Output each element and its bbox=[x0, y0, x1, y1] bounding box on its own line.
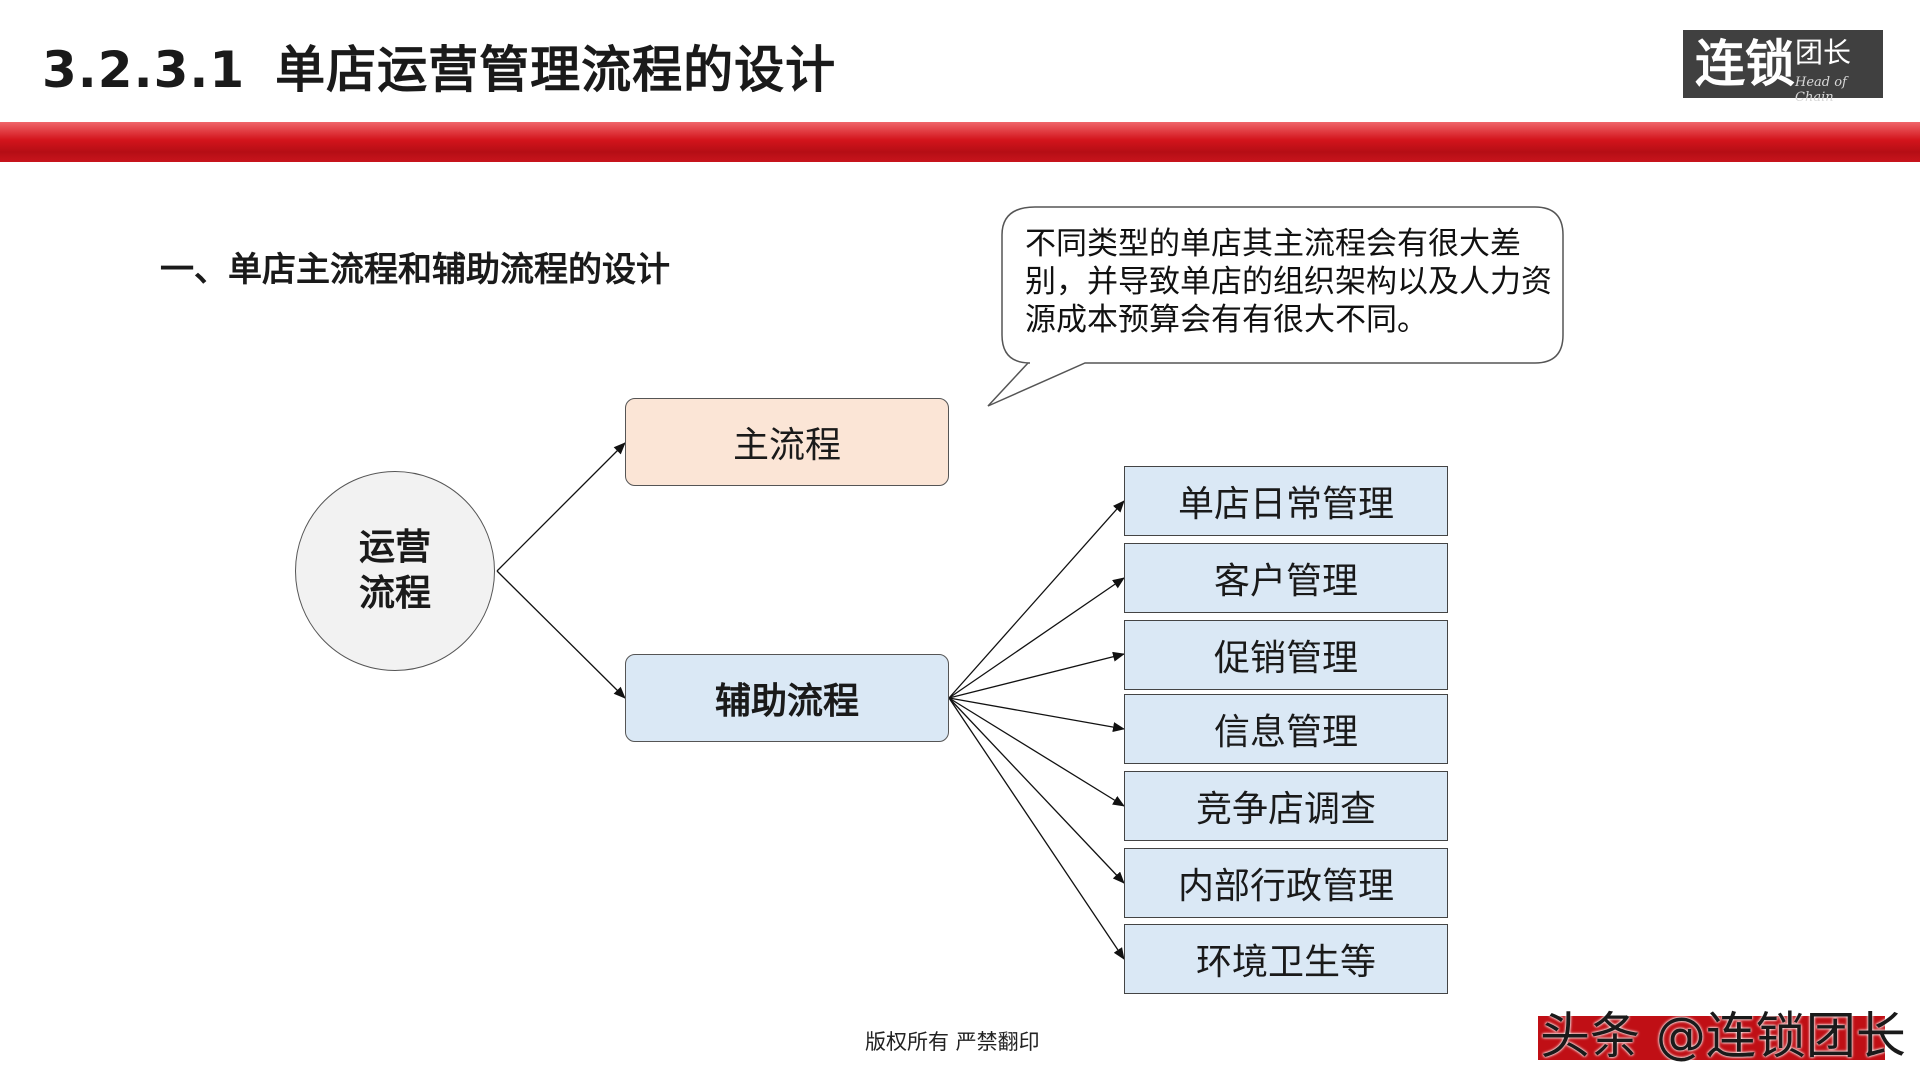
root-node-line1: 运营 bbox=[358, 527, 431, 568]
aux-item-daily-management: 单店日常管理 bbox=[1124, 466, 1448, 536]
callout-text: 不同类型的单店其主流程会有很大差别，并导致单店的组织架构以及人力资源成本预算会有… bbox=[1025, 226, 1552, 338]
connector-aux-item bbox=[948, 697, 1125, 807]
copyright-footer: 版权所有 严禁翻印 bbox=[865, 1030, 1040, 1054]
watermark-band bbox=[1538, 1016, 1885, 1060]
logo-sub-text: 团长 bbox=[1795, 36, 1852, 69]
aux-item-customer-management: 客户管理 bbox=[1124, 543, 1448, 613]
connector-aux-item bbox=[948, 500, 1125, 699]
connector-root-aux bbox=[496, 570, 626, 699]
title-text: 单店运营管理流程的设计 bbox=[275, 41, 837, 99]
aux-item-internal-admin: 内部行政管理 bbox=[1124, 848, 1448, 918]
connector-aux-item bbox=[948, 697, 1125, 733]
header-red-bar bbox=[0, 122, 1920, 162]
aux-item-promotion-management: 促销管理 bbox=[1124, 620, 1448, 690]
connector-aux-item bbox=[948, 651, 1125, 699]
connector-aux-item bbox=[948, 697, 1125, 884]
watermark: 头条 @连锁团长 bbox=[1538, 1002, 1906, 1065]
section-subtitle: 一、单店主流程和辅助流程的设计 bbox=[160, 250, 670, 290]
connector-root-main bbox=[496, 442, 626, 572]
logo-tagline: Head of Chain bbox=[1795, 75, 1847, 105]
main-process-node: 主流程 bbox=[625, 398, 949, 486]
section-number: 3.2.3.1 bbox=[42, 41, 246, 99]
aux-item-information-management: 信息管理 bbox=[1124, 694, 1448, 764]
callout-bubble bbox=[987, 206, 1564, 407]
connector-aux-item bbox=[948, 577, 1125, 699]
root-node-line2: 流程 bbox=[358, 573, 431, 614]
aux-item-environment-hygiene: 环境卫生等 bbox=[1124, 924, 1448, 994]
brand-logo: 连锁 团长 Head of Chain bbox=[1683, 30, 1883, 105]
watermark-text: 头条 @连锁团长 bbox=[1540, 1007, 1906, 1065]
connector-aux-item bbox=[948, 697, 1125, 960]
logo-main-text: 连锁 bbox=[1695, 35, 1795, 93]
root-node-operation-process: 运营 流程 bbox=[295, 471, 495, 671]
aux-process-node: 辅助流程 bbox=[625, 654, 949, 742]
page-title: 3.2.3.1 单店运营管理流程的设计 bbox=[42, 30, 836, 102]
aux-item-competitor-survey: 竞争店调查 bbox=[1124, 771, 1448, 841]
